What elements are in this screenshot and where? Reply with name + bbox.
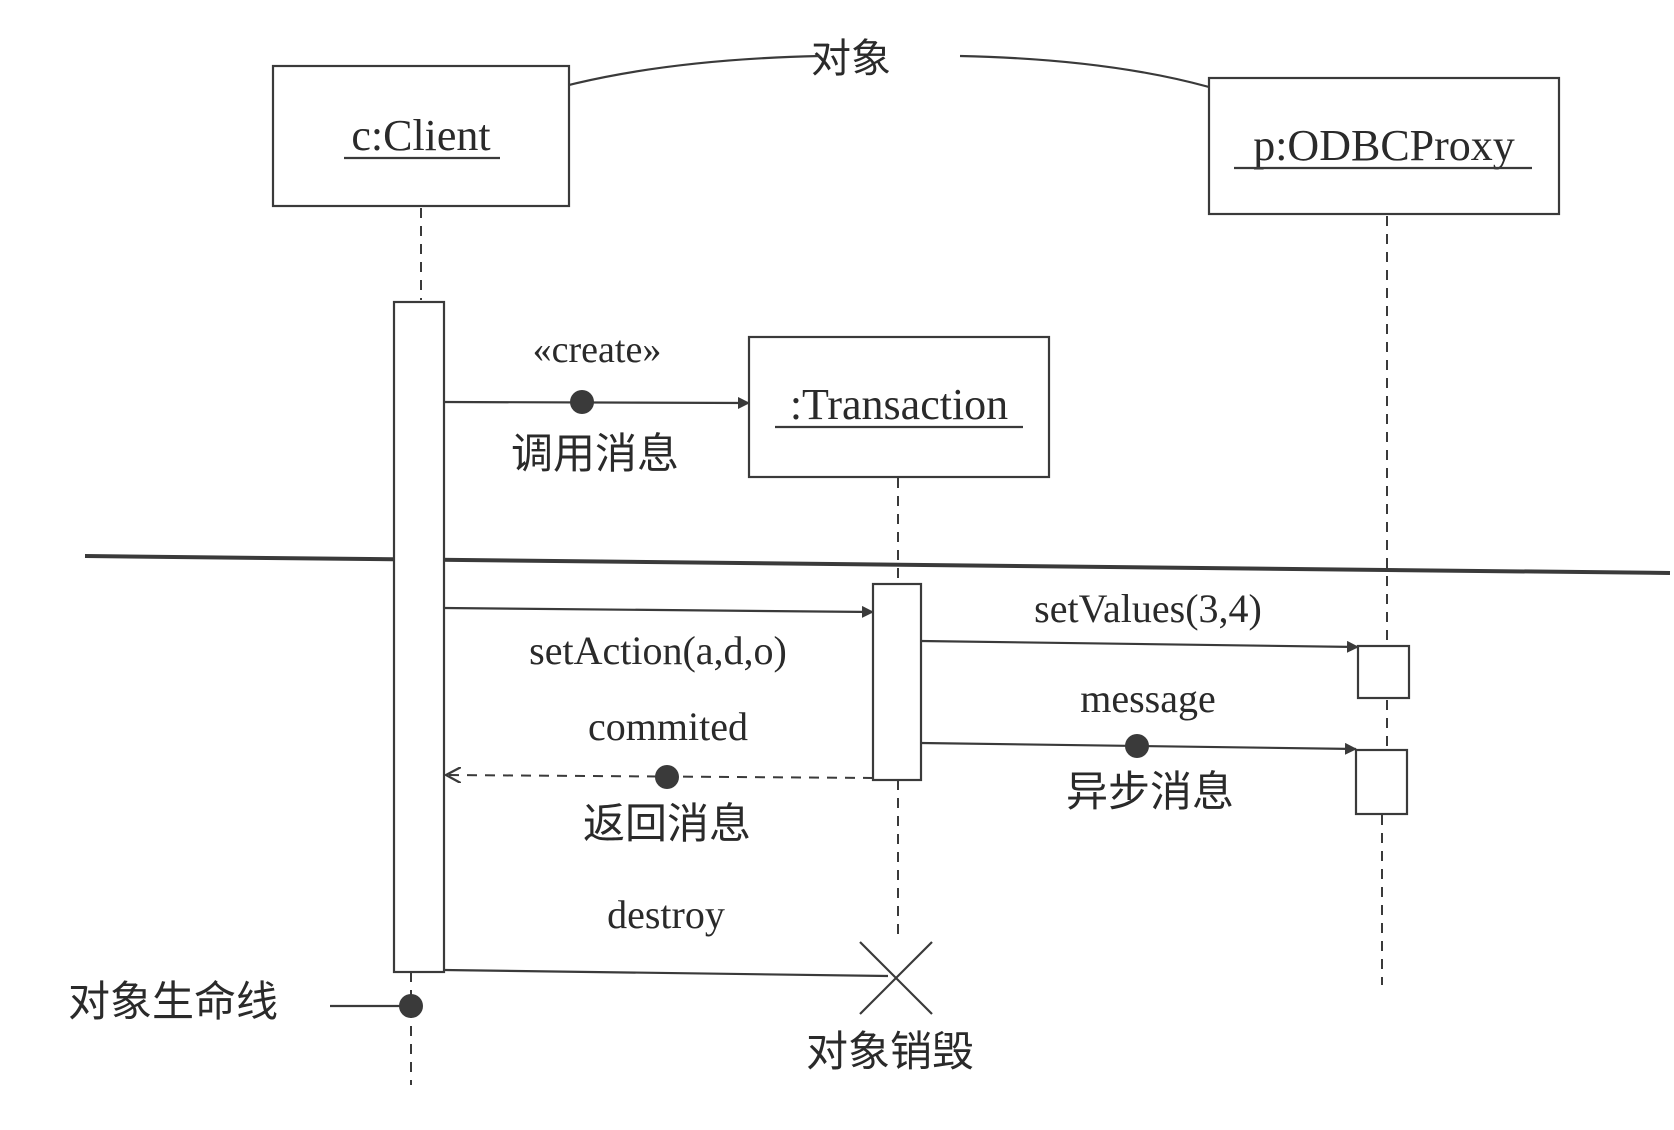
lifeline-annotation-dot (399, 994, 423, 1018)
create-message-label: «create» (533, 329, 662, 371)
transaction-activation-bar (871, 582, 923, 782)
object-annotation-label: 对象 (811, 36, 891, 82)
set-values-arrow (920, 639, 1359, 653)
set-values-label: setValues(3,4) (1034, 586, 1262, 631)
proxy-activation-bar-1 (1356, 644, 1411, 700)
client-activation-bar (392, 300, 446, 974)
client-object: c:Client (271, 64, 571, 208)
destroy-label: destroy (607, 892, 725, 937)
set-action-arrow (443, 605, 874, 618)
client-object-label: c:Client (351, 111, 490, 160)
proxy-activation-bar-2 (1354, 748, 1409, 816)
create-message-arrow (443, 396, 750, 409)
commited-label: commited (588, 704, 748, 749)
proxy-object: p:ODBCProxy (1207, 76, 1561, 216)
return-message-dot (655, 765, 679, 789)
set-action-label: setAction(a,d,o) (529, 628, 787, 673)
lifeline-annotation: 对象生命线 (68, 977, 278, 1026)
proxy-object-label: p:ODBCProxy (1253, 121, 1515, 170)
transaction-object-label: :Transaction (790, 380, 1008, 429)
object-destroy-annotation: 对象销毁 (806, 1027, 974, 1076)
async-message-dot (1125, 734, 1149, 758)
async-message-annotation: 异步消息 (1066, 767, 1234, 816)
object-destroy-x-icon (859, 941, 933, 1015)
destroy-message-line (443, 968, 889, 978)
transaction-object: :Transaction (747, 335, 1051, 479)
message-label: message (1080, 676, 1216, 721)
return-message-annotation: 返回消息 (583, 799, 751, 848)
call-message-dot (570, 390, 594, 414)
call-message-annotation: 调用消息 (511, 429, 679, 478)
separator-line (84, 554, 1671, 575)
